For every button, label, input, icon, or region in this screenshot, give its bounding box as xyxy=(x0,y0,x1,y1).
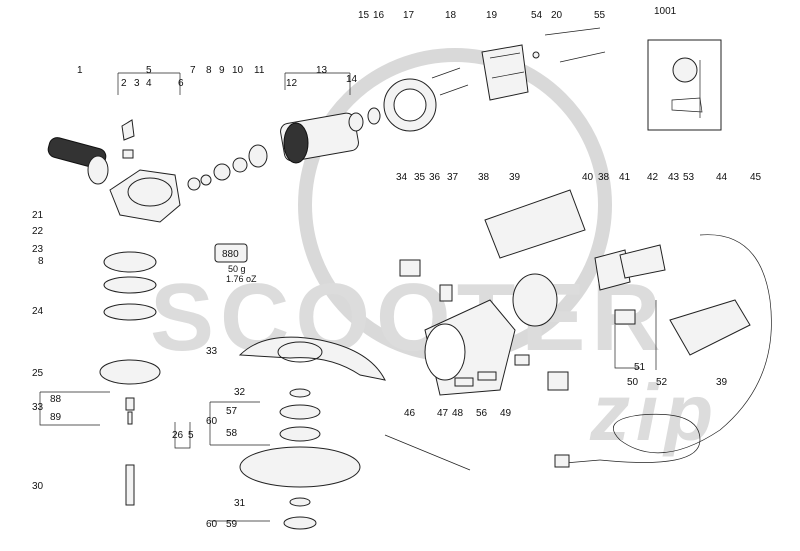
callout-label: 17 xyxy=(403,10,415,21)
callout-label: 5 xyxy=(146,65,152,76)
callout-label: 24 xyxy=(32,306,44,317)
callout-label: 44 xyxy=(716,172,728,183)
callout-label: 60 xyxy=(206,416,218,427)
watermark-brand: SCOOTER xyxy=(150,264,667,371)
callout-label: 88 xyxy=(50,394,62,405)
brush-wires xyxy=(532,27,606,63)
callout-label: 59 xyxy=(226,519,238,530)
callout-label: 6 xyxy=(178,78,184,89)
callout-label: 9 xyxy=(219,65,225,76)
baffle-ring xyxy=(383,78,437,132)
callout-label: 10 xyxy=(232,65,244,76)
callout-label: 55 xyxy=(594,10,606,21)
callout-label: 23 xyxy=(32,244,44,255)
callout-label: 8 xyxy=(206,65,212,76)
callout-label: 11 xyxy=(254,65,265,76)
callout-label: 37 xyxy=(447,172,459,183)
callout-label: 57 xyxy=(226,406,238,417)
callout-label: 30 xyxy=(32,481,44,492)
gear-housing xyxy=(109,169,181,223)
callout-label: 3 xyxy=(134,78,140,89)
callout-label: 2 xyxy=(121,78,127,89)
callout-label: 1001 xyxy=(654,6,677,17)
callout-label: 35 xyxy=(414,172,426,183)
callout-label: 31 xyxy=(234,498,246,509)
callout-label: 52 xyxy=(656,377,668,388)
callout-label: 42 xyxy=(647,172,659,183)
callout-label: 34 xyxy=(396,172,408,183)
callout-label: 45 xyxy=(750,172,762,183)
callout-label: 36 xyxy=(429,172,441,183)
callout-label: 22 xyxy=(32,226,44,237)
stator xyxy=(481,44,529,101)
callout-label: 26 xyxy=(172,430,184,441)
callout-label: 58 xyxy=(226,428,238,439)
callout-label: 47 xyxy=(437,408,449,419)
callout-label: 15 xyxy=(358,10,370,21)
callout-label: 1 xyxy=(77,65,83,76)
callout-label: 53 xyxy=(683,172,695,183)
callout-label: 13 xyxy=(316,65,328,76)
callout-label: 49 xyxy=(500,408,512,419)
callout-label: 16 xyxy=(373,10,385,21)
spanner-wrench xyxy=(384,434,471,471)
grease-code: 880 xyxy=(222,249,239,260)
callout-label: 18 xyxy=(445,10,457,21)
callout-label: 46 xyxy=(404,408,416,419)
grease-weight-g: 50 g xyxy=(228,264,246,274)
callout-label: 39 xyxy=(716,377,728,388)
watermark-tag: zip xyxy=(589,368,719,457)
power-cable xyxy=(554,234,772,468)
callout-label: 60 xyxy=(206,519,218,530)
callout-label: 38 xyxy=(598,172,610,183)
callout-label: 54 xyxy=(531,10,543,21)
bracket-lines xyxy=(39,72,657,522)
wheel-guard xyxy=(238,336,386,381)
spindle-parts xyxy=(121,119,268,191)
callout-label: 21 xyxy=(32,210,44,221)
long-screws xyxy=(431,67,469,96)
side-handle xyxy=(47,137,109,185)
flange-stack xyxy=(99,251,161,506)
callout-label: 5 xyxy=(188,430,194,441)
callout-label: 4 xyxy=(146,78,152,89)
callout-label: 25 xyxy=(32,368,44,379)
fan-ring xyxy=(512,273,558,327)
callout-label: 12 xyxy=(286,78,298,89)
callout-label: 41 xyxy=(619,172,631,183)
callout-label: 48 xyxy=(452,408,464,419)
disc-stack xyxy=(239,388,361,530)
motor-housing xyxy=(424,299,516,396)
inset-box xyxy=(647,39,722,131)
callout-label: 7 xyxy=(190,65,196,76)
callout-label: 33 xyxy=(32,402,44,413)
callout-label: 19 xyxy=(486,10,498,21)
callout-label: 8 xyxy=(38,256,44,267)
callout-label: 43 xyxy=(668,172,680,183)
callout-label: 32 xyxy=(234,387,246,398)
callout-label: 51 xyxy=(634,362,646,373)
grease-tube: 880 50 g 1.76 oZ xyxy=(214,243,257,284)
handle-halves xyxy=(484,189,751,356)
grease-weight-oz: 1.76 oZ xyxy=(226,274,257,284)
callout-label: 33 xyxy=(206,346,218,357)
callout-label: 38 xyxy=(478,172,490,183)
callout-label: 20 xyxy=(551,10,563,21)
callout-label: 89 xyxy=(50,412,62,423)
armature xyxy=(280,107,381,164)
callout-label: 56 xyxy=(476,408,488,419)
callout-label: 40 xyxy=(582,172,594,183)
callout-label: 50 xyxy=(627,377,639,388)
small-components xyxy=(399,259,636,391)
callout-label: 14 xyxy=(346,74,358,85)
callout-label: 39 xyxy=(509,172,521,183)
